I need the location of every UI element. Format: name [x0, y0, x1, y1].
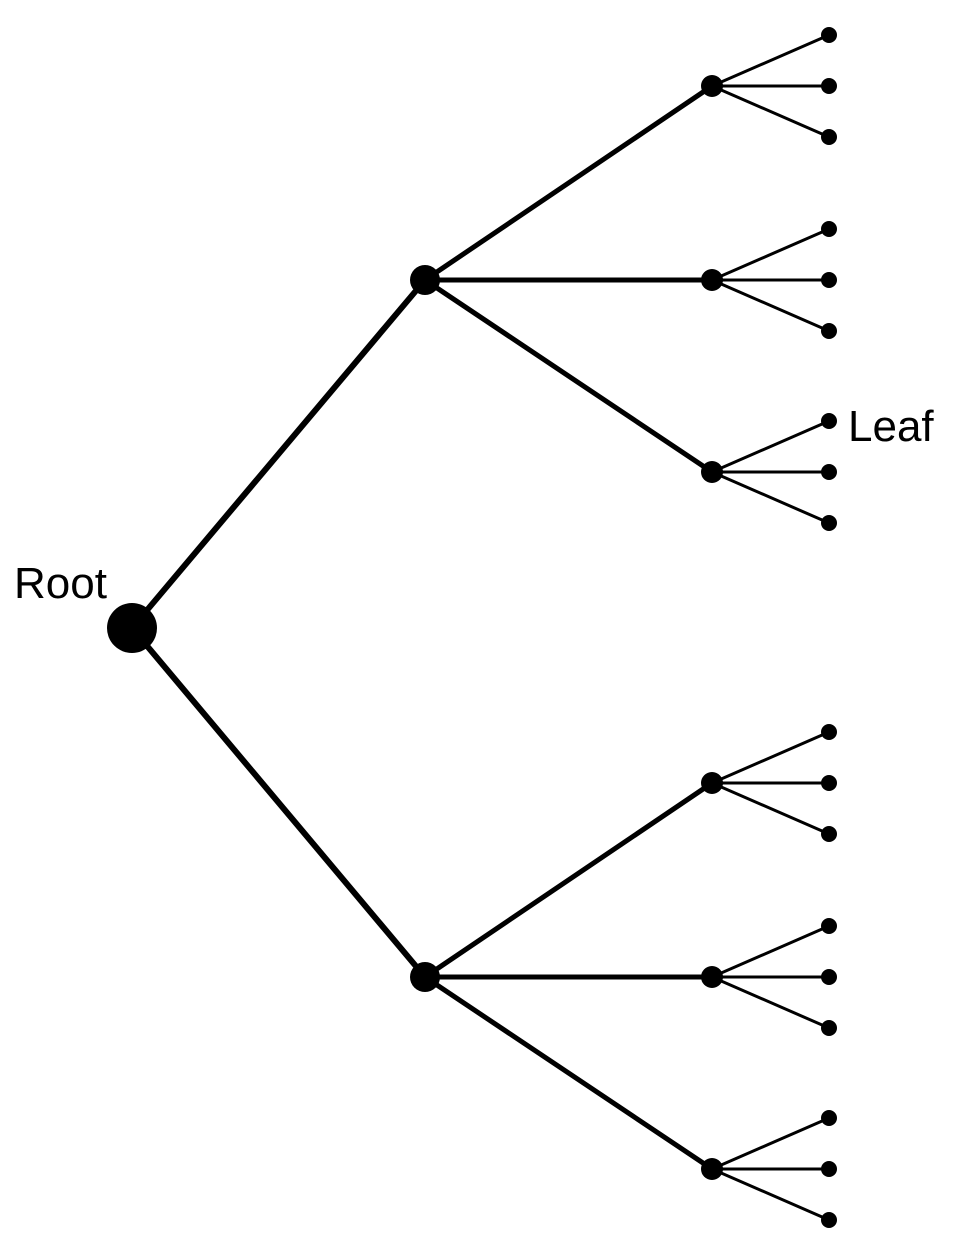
- edge-to-leaf: [710, 781, 831, 836]
- edge-to-leaf: [710, 975, 831, 1030]
- leaf-node: [821, 323, 837, 339]
- internal-node: [410, 962, 440, 992]
- edge-root-to-child: [129, 625, 428, 980]
- internal-node: [410, 265, 440, 295]
- leaf-node: [821, 464, 837, 480]
- leaf-node: [821, 78, 837, 94]
- edge-child-to-grandchild: [422, 277, 715, 475]
- internal-node: [701, 772, 723, 794]
- edge-to-leaf: [710, 84, 831, 139]
- edge-to-leaf: [710, 33, 831, 88]
- edge-to-leaf: [710, 278, 831, 333]
- edge-to-leaf: [710, 730, 831, 785]
- leaf-node: [821, 272, 837, 288]
- edge-child-to-grandchild: [422, 83, 715, 283]
- leaf-node: [821, 515, 837, 531]
- edge-root-to-child: [129, 277, 428, 631]
- internal-node: [701, 75, 723, 97]
- edge-to-leaf: [710, 470, 831, 525]
- leaf-node: [821, 1161, 837, 1177]
- leaf-label: Leaf: [848, 402, 934, 451]
- root-node: [107, 603, 157, 653]
- edge-to-leaf: [710, 924, 831, 979]
- internal-node: [701, 461, 723, 483]
- leaf-node: [821, 221, 837, 237]
- leaf-node: [821, 969, 837, 985]
- edge-child-to-grandchild: [422, 780, 715, 980]
- edge-to-leaf: [710, 227, 831, 282]
- internal-node: [701, 966, 723, 988]
- leaf-node: [821, 775, 837, 791]
- tree-edges: [129, 33, 831, 1222]
- edge-to-leaf: [710, 1116, 831, 1171]
- edge-to-leaf: [710, 1167, 831, 1222]
- edge-child-to-grandchild: [422, 974, 715, 1172]
- leaf-node: [821, 724, 837, 740]
- internal-node: [701, 1158, 723, 1180]
- leaf-node: [821, 826, 837, 842]
- leaf-node: [821, 1212, 837, 1228]
- edge-to-leaf: [710, 419, 831, 474]
- leaf-node: [821, 1110, 837, 1126]
- leaf-node: [821, 1020, 837, 1036]
- leaf-node: [821, 27, 837, 43]
- leaf-node: [821, 918, 837, 934]
- tree-nodes: [107, 27, 837, 1228]
- internal-node: [701, 269, 723, 291]
- leaf-node: [821, 413, 837, 429]
- leaf-node: [821, 129, 837, 145]
- root-label: Root: [14, 559, 107, 608]
